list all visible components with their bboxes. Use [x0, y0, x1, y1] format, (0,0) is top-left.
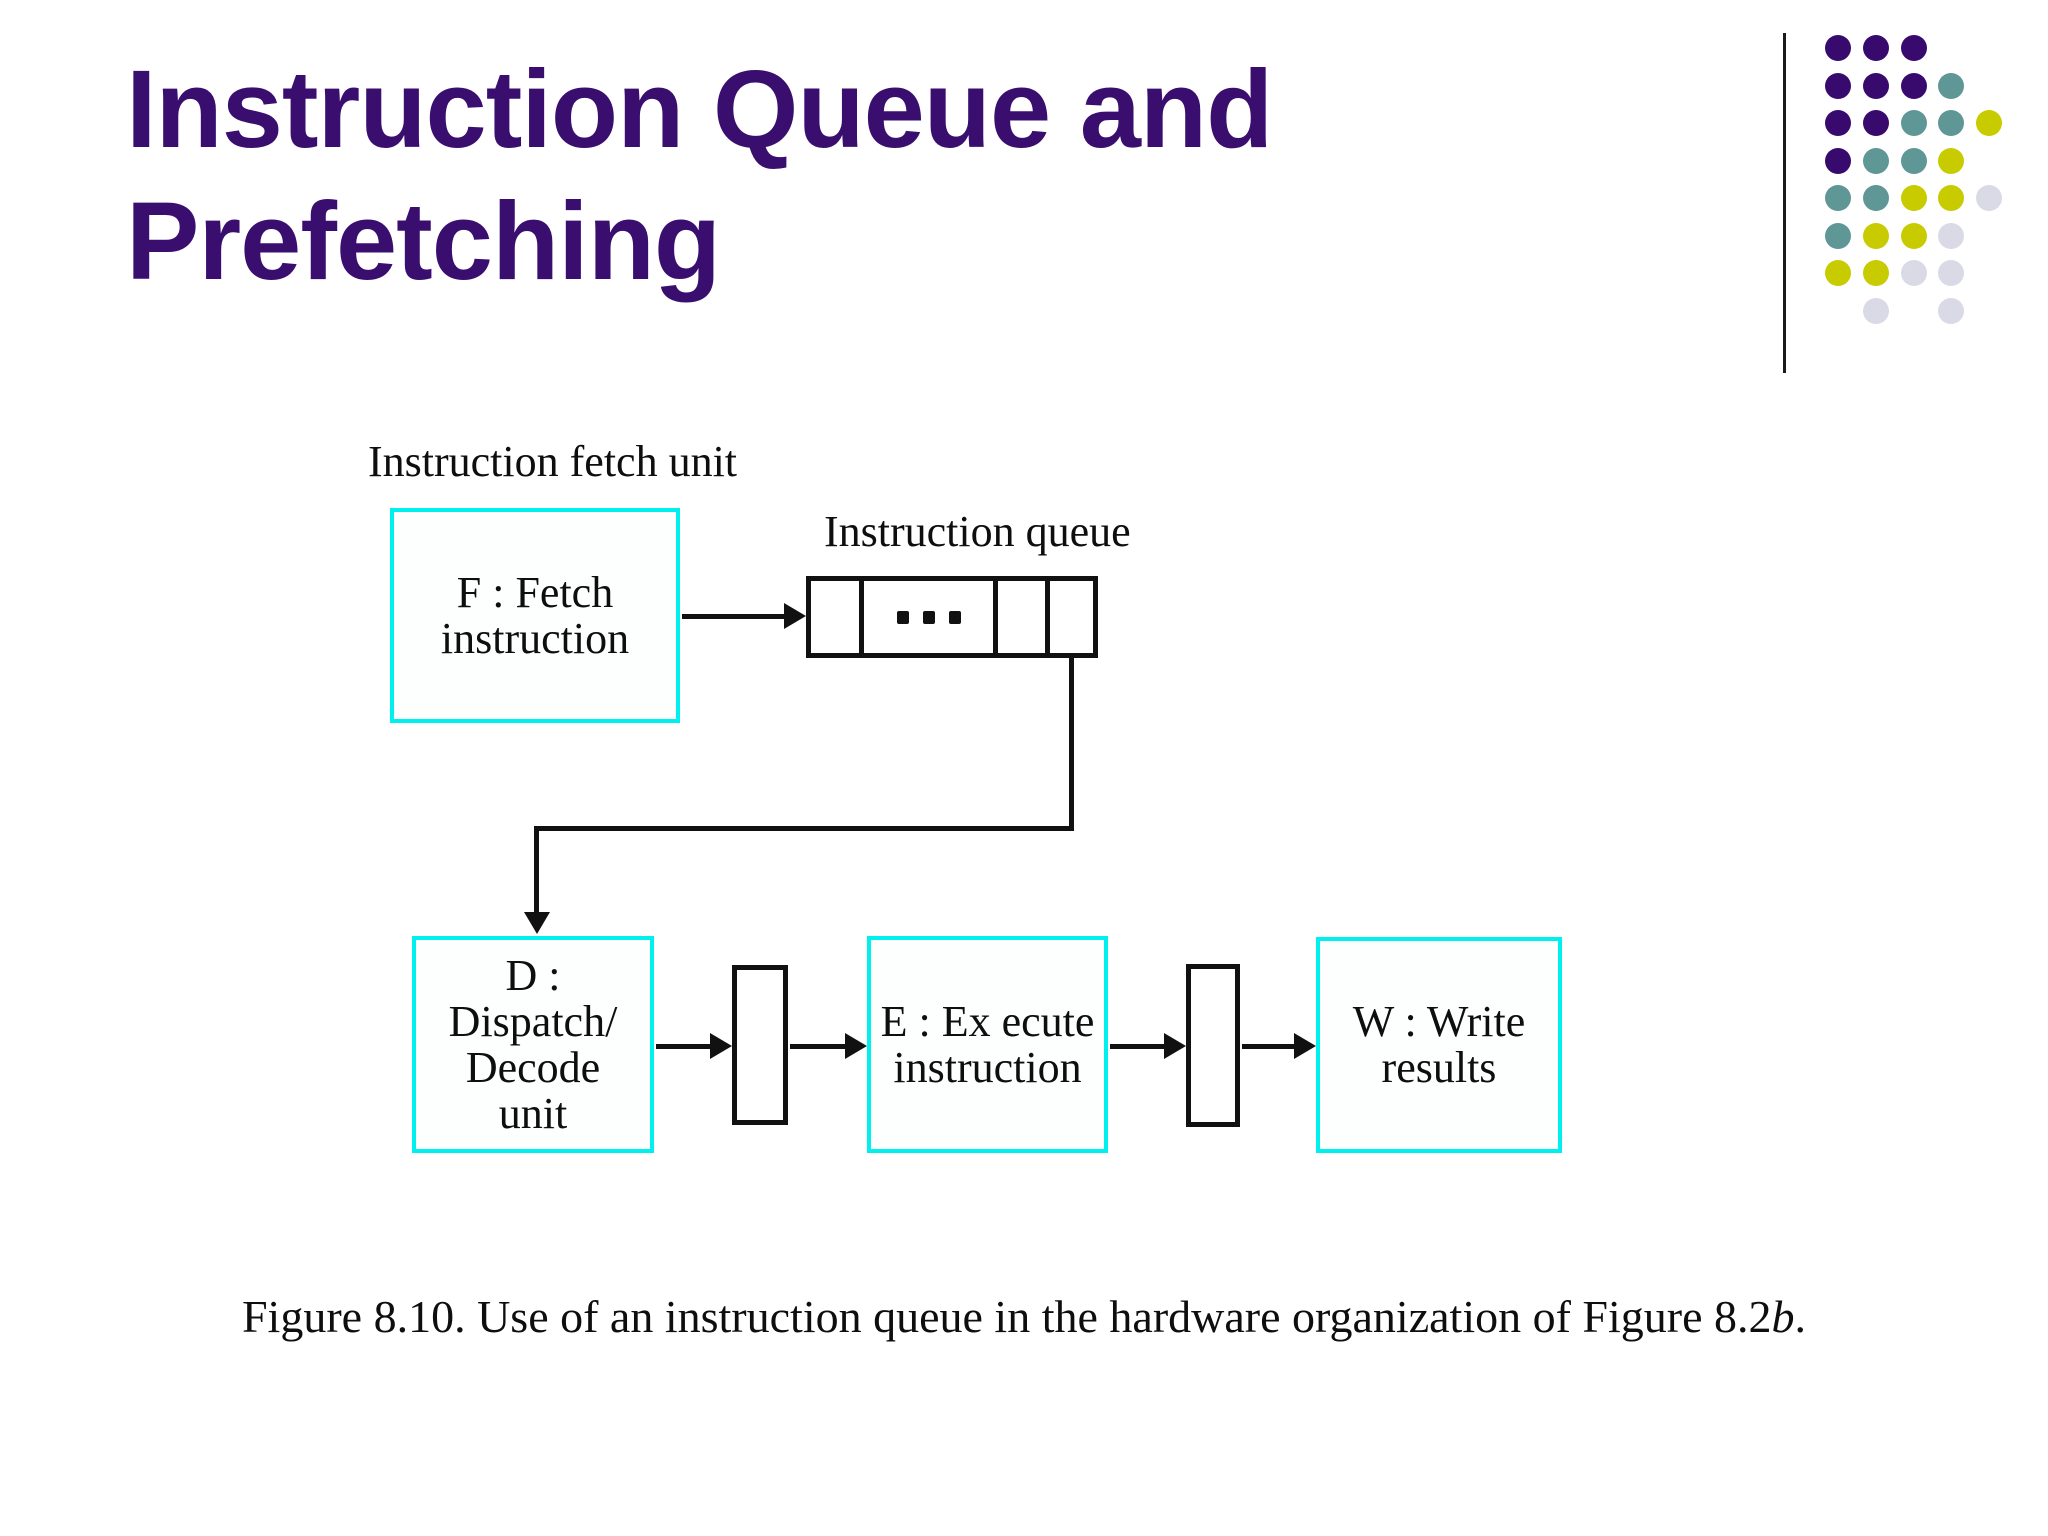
- slide-title-line-1: Instruction Queue and: [126, 48, 1273, 171]
- write-box-line-1: W : Write: [1352, 997, 1526, 1046]
- purple-decoration-dot: [1825, 35, 1851, 61]
- slide-title: Instruction Queue and Prefetching: [126, 44, 1273, 308]
- figure-caption-suffix: .: [1794, 1291, 1807, 1342]
- yellow-decoration-dot: [1862, 260, 1889, 286]
- execute-box-line-1: E : Ex ecute: [880, 996, 1095, 1046]
- queue-ellipsis-dot: [948, 610, 961, 624]
- queue-cell-2: [859, 581, 993, 653]
- purple-decoration-dot: [1862, 110, 1889, 136]
- purple-decoration-dot: [1900, 35, 1927, 61]
- lavender-decoration-dot: [1938, 222, 1965, 249]
- teal-decoration-dot: [1900, 147, 1927, 174]
- figure-caption-prefix: Figure 8.10. Use of an instruction queue…: [241, 1291, 1772, 1342]
- arrow-execute-to-latch2-head-icon: [1164, 1033, 1186, 1059]
- queue-cell-3: [993, 581, 1045, 653]
- queue-ellipsis-dot: [922, 610, 935, 624]
- dispatch-box-line-3: unit: [498, 1088, 568, 1138]
- arrow-dispatch-to-latch1-line: [656, 1044, 712, 1049]
- arrow-execute-to-latch2-line: [1110, 1044, 1166, 1049]
- purple-decoration-dot: [1825, 147, 1851, 174]
- purple-decoration-dot: [1825, 110, 1851, 136]
- teal-decoration-dot: [1862, 185, 1889, 211]
- fetch-box-line-2: instruction: [440, 613, 630, 663]
- decoration-divider-line: [1783, 33, 1786, 373]
- queue-cell-4: [1045, 581, 1093, 653]
- teal-decoration-dot: [1938, 72, 1965, 99]
- latch-register-2: [1186, 964, 1240, 1127]
- queue-ellipsis-dot: [896, 610, 909, 624]
- purple-decoration-dot: [1825, 72, 1851, 99]
- write-box: W : Write results: [1316, 937, 1562, 1153]
- lavender-decoration-dot: [1862, 297, 1889, 324]
- arrow-latch2-to-write-head-icon: [1294, 1033, 1316, 1059]
- queue-box: [806, 576, 1098, 658]
- connector-horizontal-segment: [534, 826, 1074, 831]
- arrow-fetch-to-queue-head-icon: [784, 603, 806, 629]
- teal-decoration-dot: [1900, 110, 1927, 136]
- yellow-decoration-dot: [1976, 110, 2002, 136]
- arrow-latch1-to-execute-head-icon: [845, 1033, 867, 1059]
- connector-arrow-head-icon: [524, 912, 550, 934]
- dispatch-box-line-1: D : Dispatch/: [448, 950, 618, 1046]
- yellow-decoration-dot: [1938, 185, 1965, 211]
- latch-register-1: [732, 965, 788, 1125]
- yellow-decoration-dot: [1862, 222, 1889, 249]
- write-box-line-2: results: [1381, 1043, 1497, 1092]
- execute-box-line-2: instruction: [893, 1042, 1082, 1092]
- teal-decoration-dot: [1862, 147, 1889, 174]
- figure-caption: Figure 8.10. Use of an instruction queue…: [0, 1290, 2048, 1343]
- connector-down-to-dispatch-segment: [534, 826, 539, 914]
- yellow-decoration-dot: [1825, 260, 1851, 286]
- arrow-fetch-to-queue-line: [682, 614, 786, 619]
- queue-label: Instruction queue: [824, 507, 1131, 556]
- yellow-decoration-dot: [1900, 222, 1927, 249]
- lavender-decoration-dot: [1938, 260, 1965, 286]
- lavender-decoration-dot: [1938, 297, 1965, 324]
- figure-caption-italic: b: [1771, 1291, 1795, 1342]
- fetch-unit-label: Instruction fetch unit: [368, 437, 738, 486]
- connector-queue-down-segment: [1069, 656, 1074, 831]
- queue-cell-1: [811, 581, 859, 653]
- yellow-decoration-dot: [1938, 147, 1965, 174]
- yellow-decoration-dot: [1900, 185, 1927, 211]
- lavender-decoration-dot: [1900, 260, 1927, 286]
- teal-decoration-dot: [1825, 222, 1851, 249]
- execute-box: E : Ex ecute instruction: [867, 936, 1108, 1153]
- teal-decoration-dot: [1938, 110, 1965, 136]
- fetch-box: F : Fetch instruction: [390, 508, 680, 723]
- arrow-latch2-to-write-line: [1242, 1044, 1296, 1049]
- dispatch-box: D : Dispatch/ Decode unit: [412, 936, 654, 1153]
- purple-decoration-dot: [1900, 72, 1927, 99]
- arrow-latch1-to-execute-line: [790, 1044, 847, 1049]
- lavender-decoration-dot: [1976, 185, 2002, 211]
- purple-decoration-dot: [1862, 72, 1889, 99]
- dispatch-box-line-2: Decode: [465, 1042, 601, 1092]
- teal-decoration-dot: [1825, 185, 1851, 211]
- slide-title-line-2: Prefetching: [126, 180, 721, 303]
- purple-decoration-dot: [1862, 35, 1889, 61]
- fetch-box-line-1: F : Fetch: [456, 567, 614, 617]
- arrow-dispatch-to-latch1-head-icon: [710, 1033, 732, 1059]
